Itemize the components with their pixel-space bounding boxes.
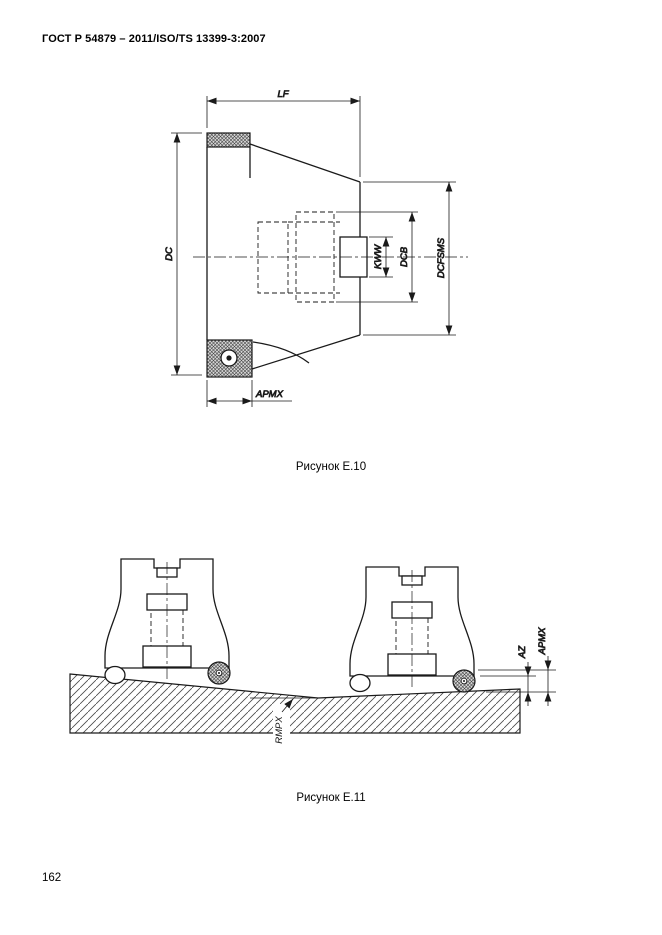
dimension-dcfsms: DCFSMS — [363, 181, 456, 336]
workpiece — [69, 673, 521, 734]
figure-e11-drawing: RMPX AZ APMX — [69, 558, 556, 750]
label-dcb: DCB — [399, 246, 410, 267]
cutter-right — [349, 566, 476, 693]
extension-lines-right — [478, 669, 556, 693]
label-rmpx: RMPX — [274, 716, 285, 744]
dimension-apmx-e11: APMX — [537, 626, 552, 706]
dimension-az: AZ — [517, 644, 532, 706]
label-dc: DC — [164, 247, 175, 261]
label-kww: KWW — [373, 244, 384, 269]
dimension-apmx: APMX — [206, 380, 292, 407]
dimension-lf: LF — [206, 89, 361, 177]
label-lf: LF — [277, 89, 289, 100]
dimension-dcb: DCB — [336, 211, 418, 303]
page-number: 162 — [42, 872, 62, 884]
dimension-dc: DC — [164, 132, 202, 376]
standard-header: ГОСТ Р 54879 – 2011/ISO/TS 13399-3:2007 — [42, 33, 266, 45]
label-apmx-e11: APMX — [537, 627, 548, 656]
chip-pocket-arc — [252, 341, 310, 364]
figure-e11-caption: Рисунок Е.11 — [296, 792, 366, 804]
cutter-body-outline — [206, 143, 361, 370]
label-az: AZ — [517, 645, 528, 659]
insert-top — [206, 132, 251, 148]
figure-e10-caption: Рисунок Е.10 — [295, 461, 367, 473]
label-dcfsms: DCFSMS — [436, 237, 447, 278]
figure-e10-drawing: LF DC APMX KWW DCB — [164, 89, 468, 407]
label-apmx: APMX — [255, 389, 284, 400]
insert-bottom — [206, 339, 253, 378]
dimension-rmpx: RMPX — [250, 697, 318, 750]
cutter-left — [104, 558, 231, 685]
dimension-kww: KWW — [369, 236, 393, 278]
insert-screw-center — [226, 355, 232, 361]
